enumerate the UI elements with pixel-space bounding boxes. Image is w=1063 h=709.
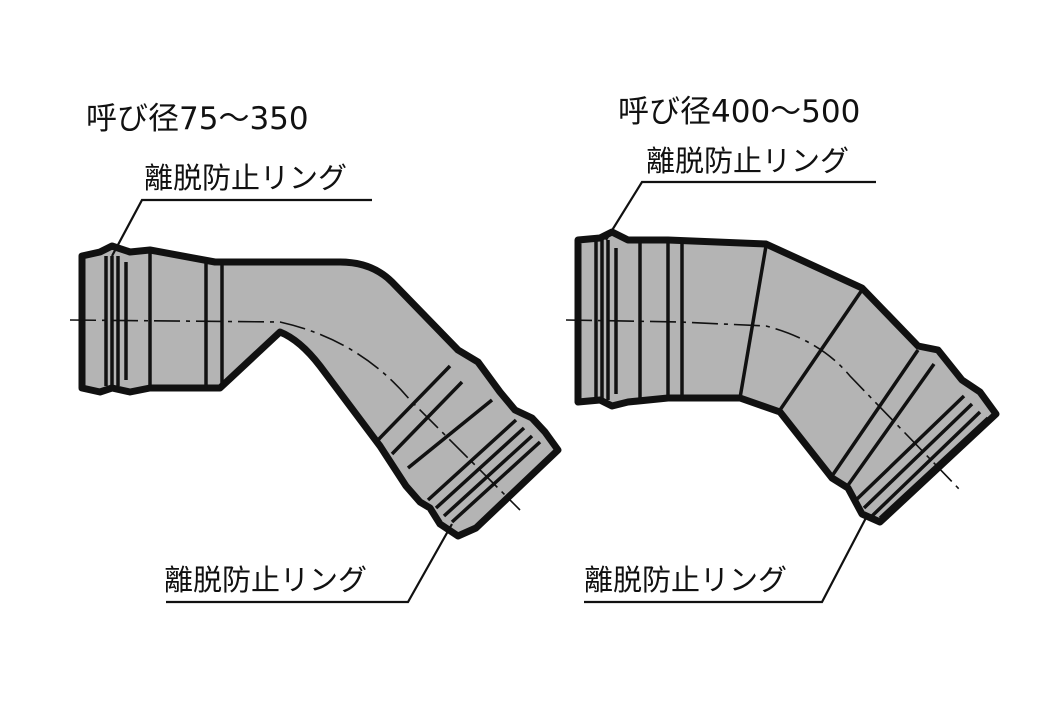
right-seam-7 xyxy=(844,362,936,490)
left-seam-6 xyxy=(406,398,494,470)
left-title: 呼び径75～350 xyxy=(86,101,309,137)
left-centerline xyxy=(69,319,521,511)
right-fitting xyxy=(565,228,1000,526)
right-seam-6 xyxy=(830,349,920,477)
left-lower-leader xyxy=(166,523,453,604)
left-lower-callout: 離脱防止リング xyxy=(164,563,367,597)
right-title: 呼び径400～500 xyxy=(618,94,860,130)
left-upper-leader xyxy=(111,198,372,257)
left-pipe-body xyxy=(78,242,562,540)
right-lower-callout: 離脱防止リング xyxy=(584,563,787,597)
left-ring-lower xyxy=(426,418,542,524)
right-upper-callout: 離脱防止リング xyxy=(646,144,849,178)
right-ring-lower xyxy=(854,394,990,520)
left-upper-callout: 離脱防止リング xyxy=(144,161,347,195)
right-seam-4 xyxy=(738,245,768,399)
right-lower-leader xyxy=(584,513,869,604)
left-fitting xyxy=(69,242,562,540)
right-upper-leader xyxy=(605,180,876,241)
right-centerline xyxy=(565,319,961,491)
